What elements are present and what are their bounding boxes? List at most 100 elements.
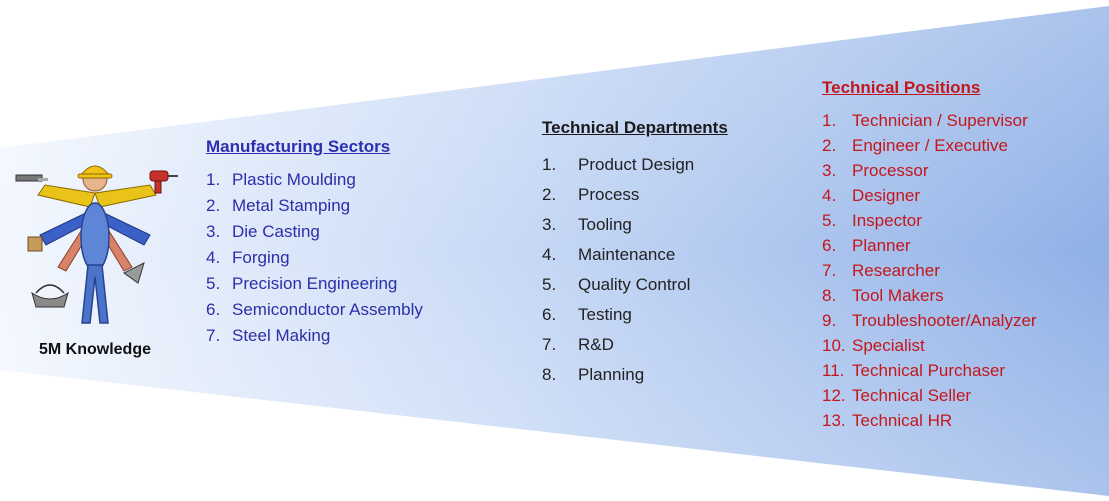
technical-departments-list: 1. Product Design 2. Process 3. Tooling 4. Main… bbox=[542, 150, 728, 390]
technical-position-item-label: Engineer / Executive bbox=[852, 136, 1008, 155]
technical-position-item: 3. Processor bbox=[822, 158, 1037, 183]
manufacturing-sector-item: 2. Metal Stamping bbox=[206, 193, 423, 219]
manufacturing-sector-item: 3. Die Casting bbox=[206, 219, 423, 245]
technical-department-item: 3. Tooling bbox=[542, 210, 728, 240]
manufacturing-sector-item-label: Plastic Moulding bbox=[232, 170, 356, 189]
technical-position-item-number: 13. bbox=[822, 411, 846, 430]
technical-position-item-label: Technical HR bbox=[852, 411, 953, 430]
technical-position-item-number: 7. bbox=[822, 261, 837, 280]
trowel-icon bbox=[27, 236, 145, 284]
manufacturing-sector-item-label: Forging bbox=[232, 248, 290, 267]
manufacturing-sector-item-label: Precision Engineering bbox=[232, 274, 398, 293]
technical-position-item-number: 5. bbox=[822, 211, 837, 230]
manufacturing-sector-item-number: 2. bbox=[206, 196, 221, 215]
technical-position-item: 5. Inspector bbox=[822, 208, 1037, 233]
technical-department-item: 6. Testing bbox=[542, 300, 728, 330]
technical-position-item-label: Technical Purchaser bbox=[852, 361, 1006, 380]
technical-department-item-number: 2. bbox=[542, 185, 557, 204]
manufacturing-sector-item-number: 1. bbox=[206, 170, 221, 189]
technical-position-item-label: Technician / Supervisor bbox=[852, 111, 1028, 130]
technical-department-item-number: 8. bbox=[542, 365, 557, 384]
technical-positions-section: Technical Positions 1. Technician / Super… bbox=[822, 78, 1037, 433]
technical-department-item-number: 1. bbox=[542, 155, 557, 174]
worker-figure bbox=[15, 165, 178, 324]
technical-position-item: 6. Planner bbox=[822, 233, 1037, 258]
manufacturing-sector-item-number: 6. bbox=[206, 300, 221, 319]
manufacturing-sector-item-number: 5. bbox=[206, 274, 221, 293]
technical-department-item-label: R&D bbox=[578, 335, 614, 354]
technical-position-item-label: Researcher bbox=[852, 261, 940, 280]
manufacturing-sector-item-label: Steel Making bbox=[232, 326, 331, 345]
technical-position-item-label: Technical Seller bbox=[852, 386, 972, 405]
manufacturing-sectors-heading: Manufacturing Sectors bbox=[206, 137, 391, 156]
technical-position-item-number: 8. bbox=[822, 286, 837, 305]
technical-position-item-number: 1. bbox=[822, 111, 837, 130]
technical-department-item-number: 7. bbox=[542, 335, 557, 354]
technical-position-item: 13. Technical HR bbox=[822, 408, 1037, 433]
technical-departments-section: Technical Departments 1. Product Design 2.… bbox=[542, 118, 728, 390]
technical-department-item-number: 5. bbox=[542, 275, 557, 294]
technical-position-item-number: 12. bbox=[822, 386, 846, 405]
manufacturing-sector-item-number: 4. bbox=[206, 248, 221, 267]
technical-department-item: 4. Maintenance bbox=[542, 240, 728, 270]
basket-icon bbox=[31, 284, 69, 308]
technical-department-item-label: Process bbox=[578, 185, 640, 204]
technical-position-item-number: 11. bbox=[822, 361, 845, 380]
technical-position-item: 7. Researcher bbox=[822, 258, 1037, 283]
technical-department-item: 2. Process bbox=[542, 180, 728, 210]
technical-position-item-label: Troubleshooter/Analyzer bbox=[852, 311, 1037, 330]
technical-department-item: 7. R&D bbox=[542, 330, 728, 360]
technical-department-item-number: 6. bbox=[542, 305, 557, 324]
manufacturing-sector-item-number: 7. bbox=[206, 326, 221, 345]
technical-department-item-label: Testing bbox=[578, 305, 632, 324]
figure-label: 5M Knowledge bbox=[38, 341, 151, 358]
manufacturing-sectors-list: 1. Plastic Moulding 2. Metal Stamping 3. Die … bbox=[206, 167, 423, 349]
manufacturing-sector-item-label: Metal Stamping bbox=[232, 196, 351, 215]
technical-department-item-number: 3. bbox=[542, 215, 557, 234]
technical-department-item-label: Quality Control bbox=[578, 275, 691, 294]
technical-position-item-label: Designer bbox=[852, 186, 921, 205]
technical-position-item-number: 6. bbox=[822, 236, 837, 255]
technical-position-item-number: 2. bbox=[822, 136, 837, 155]
manufacturing-sectors-section: Manufacturing Sectors 1. Plastic Moulding… bbox=[206, 137, 423, 349]
technical-position-item: 12. Technical Seller bbox=[822, 383, 1037, 408]
technical-position-item-number: 9. bbox=[822, 311, 837, 330]
technical-department-item-label: Planning bbox=[578, 365, 645, 384]
manufacturing-sector-item: 1. Plastic Moulding bbox=[206, 167, 423, 193]
technical-department-item: 8. Planning bbox=[542, 360, 728, 390]
technical-position-item: 9. Troubleshooter/Analyzer bbox=[822, 308, 1037, 333]
technical-department-item: 5. Quality Control bbox=[542, 270, 728, 300]
manufacturing-sector-item-label: Semiconductor Assembly bbox=[232, 300, 423, 319]
technical-position-item-number: 3. bbox=[822, 161, 837, 180]
technical-department-item-label: Maintenance bbox=[578, 245, 676, 264]
manufacturing-sector-item: 4. Forging bbox=[206, 245, 423, 271]
technical-departments-heading: Technical Departments bbox=[542, 118, 728, 137]
manufacturing-sector-item-label: Die Casting bbox=[232, 222, 320, 241]
technical-position-item-label: Tool Makers bbox=[852, 286, 944, 305]
technical-department-item: 1. Product Design bbox=[542, 150, 728, 180]
manufacturing-sector-item: 5. Precision Engineering bbox=[206, 271, 423, 297]
technical-position-item-label: Planner bbox=[852, 236, 911, 255]
technical-position-item-number: 4. bbox=[822, 186, 837, 205]
technical-department-item-label: Product Design bbox=[578, 155, 695, 174]
technical-position-item-label: Processor bbox=[852, 161, 929, 180]
manufacturing-sector-item: 6. Semiconductor Assembly bbox=[206, 297, 423, 323]
manufacturing-sector-item-number: 3. bbox=[206, 222, 221, 241]
technical-position-item: 4. Designer bbox=[822, 183, 1037, 208]
technical-position-item: 1. Technician / Supervisor bbox=[822, 108, 1037, 133]
technical-position-item-label: Inspector bbox=[852, 211, 922, 230]
technical-positions-heading: Technical Positions bbox=[822, 78, 981, 97]
technical-position-item: 10. Specialist bbox=[822, 333, 1037, 358]
technical-position-item: 2. Engineer / Executive bbox=[822, 133, 1037, 158]
hammer-icon bbox=[15, 174, 48, 182]
technical-position-item-number: 10. bbox=[822, 336, 846, 355]
technical-department-item-number: 4. bbox=[542, 245, 557, 264]
drill-icon bbox=[149, 170, 178, 194]
technical-position-item: 8. Tool Makers bbox=[822, 283, 1037, 308]
technical-position-item: 11. Technical Purchaser bbox=[822, 358, 1037, 383]
technical-positions-list: 1. Technician / Supervisor 2. Engineer / Ex… bbox=[822, 108, 1037, 433]
technical-position-item-label: Specialist bbox=[852, 336, 925, 355]
manufacturing-sector-item: 7. Steel Making bbox=[206, 323, 423, 349]
technical-department-item-label: Tooling bbox=[578, 215, 632, 234]
